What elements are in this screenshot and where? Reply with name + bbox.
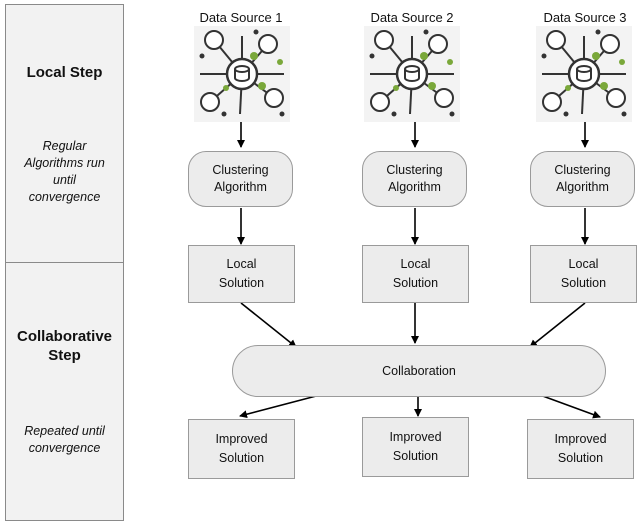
collaborative-step-title: Collaborative Step [6, 327, 123, 365]
box-label-line: Solution [392, 276, 439, 290]
node-label-line: Algorithm [388, 180, 441, 194]
collaboration-label: Collaboration [382, 364, 456, 378]
local-step-title: Local Step [26, 64, 103, 81]
box-label-line: Solution [218, 451, 265, 465]
node-label-line: Clustering [212, 163, 269, 177]
arrow-local3-to-collab [529, 302, 586, 348]
box-label-line: Solution [557, 451, 604, 465]
box-label-line: Local [226, 257, 257, 271]
node-label-line: Algorithm [214, 180, 267, 194]
data-hub-icon [194, 26, 290, 122]
collaboration-node: Collaboration [232, 345, 606, 397]
collaborative-step-title-line: Step [48, 347, 81, 364]
collab-step-desc-line: convergence [28, 441, 101, 455]
collab-step-desc-line: Repeated until [24, 424, 105, 438]
arrow-collab-to-improved3 [539, 394, 601, 419]
collaborative-step-description: Repeated until convergence [10, 423, 119, 457]
box-label-line: Solution [392, 449, 439, 463]
box-label-line: Improved [389, 430, 442, 444]
clustering-algorithm-node-3: Clustering Algorithm [530, 151, 635, 207]
clustering-algorithm-node-1: Clustering Algorithm [188, 151, 293, 207]
box-label-line: Local [400, 257, 431, 271]
data-source-3-label: Data Source 3 [543, 10, 627, 25]
data-source-2-label: Data Source 2 [370, 10, 454, 25]
improved-solution-box-2: Improved Solution [362, 417, 469, 477]
collaborative-step-title-line: Collaborative [16, 328, 113, 345]
local-step-desc-line: Regular [42, 139, 87, 153]
data-hub-icon [364, 26, 460, 122]
data-hub-icon [536, 26, 632, 122]
box-label-line: Improved [215, 432, 268, 446]
box-label-line: Local [568, 257, 599, 271]
improved-solution-box-3: Improved Solution [527, 419, 634, 479]
local-solution-box-1: Local Solution [188, 245, 295, 303]
box-label-line: Improved [554, 432, 607, 446]
collaborative-step-panel: Collaborative Step Repeated until conver… [5, 262, 124, 521]
data-source-1-label: Data Source 1 [199, 10, 283, 25]
box-label-line: Solution [218, 276, 265, 290]
box-label-line: Solution [560, 276, 607, 290]
arrow-collab-to-improved1 [239, 394, 321, 419]
local-solution-box-2: Local Solution [362, 245, 469, 303]
local-step-desc-line: convergence [28, 190, 101, 204]
local-step-description: Regular Algorithms run until convergence [10, 138, 119, 206]
clustering-algorithm-node-2: Clustering Algorithm [362, 151, 467, 207]
local-solution-box-3: Local Solution [530, 245, 637, 303]
local-step-desc-line: Algorithms run [24, 156, 105, 170]
node-label-line: Clustering [386, 163, 443, 177]
local-step-desc-line: until [53, 173, 76, 187]
node-label-line: Algorithm [556, 180, 609, 194]
node-label-line: Clustering [554, 163, 611, 177]
local-step-panel: Local Step Regular Algorithms run until … [5, 4, 124, 263]
arrow-local1-to-collab [240, 302, 297, 348]
improved-solution-box-1: Improved Solution [188, 419, 295, 479]
